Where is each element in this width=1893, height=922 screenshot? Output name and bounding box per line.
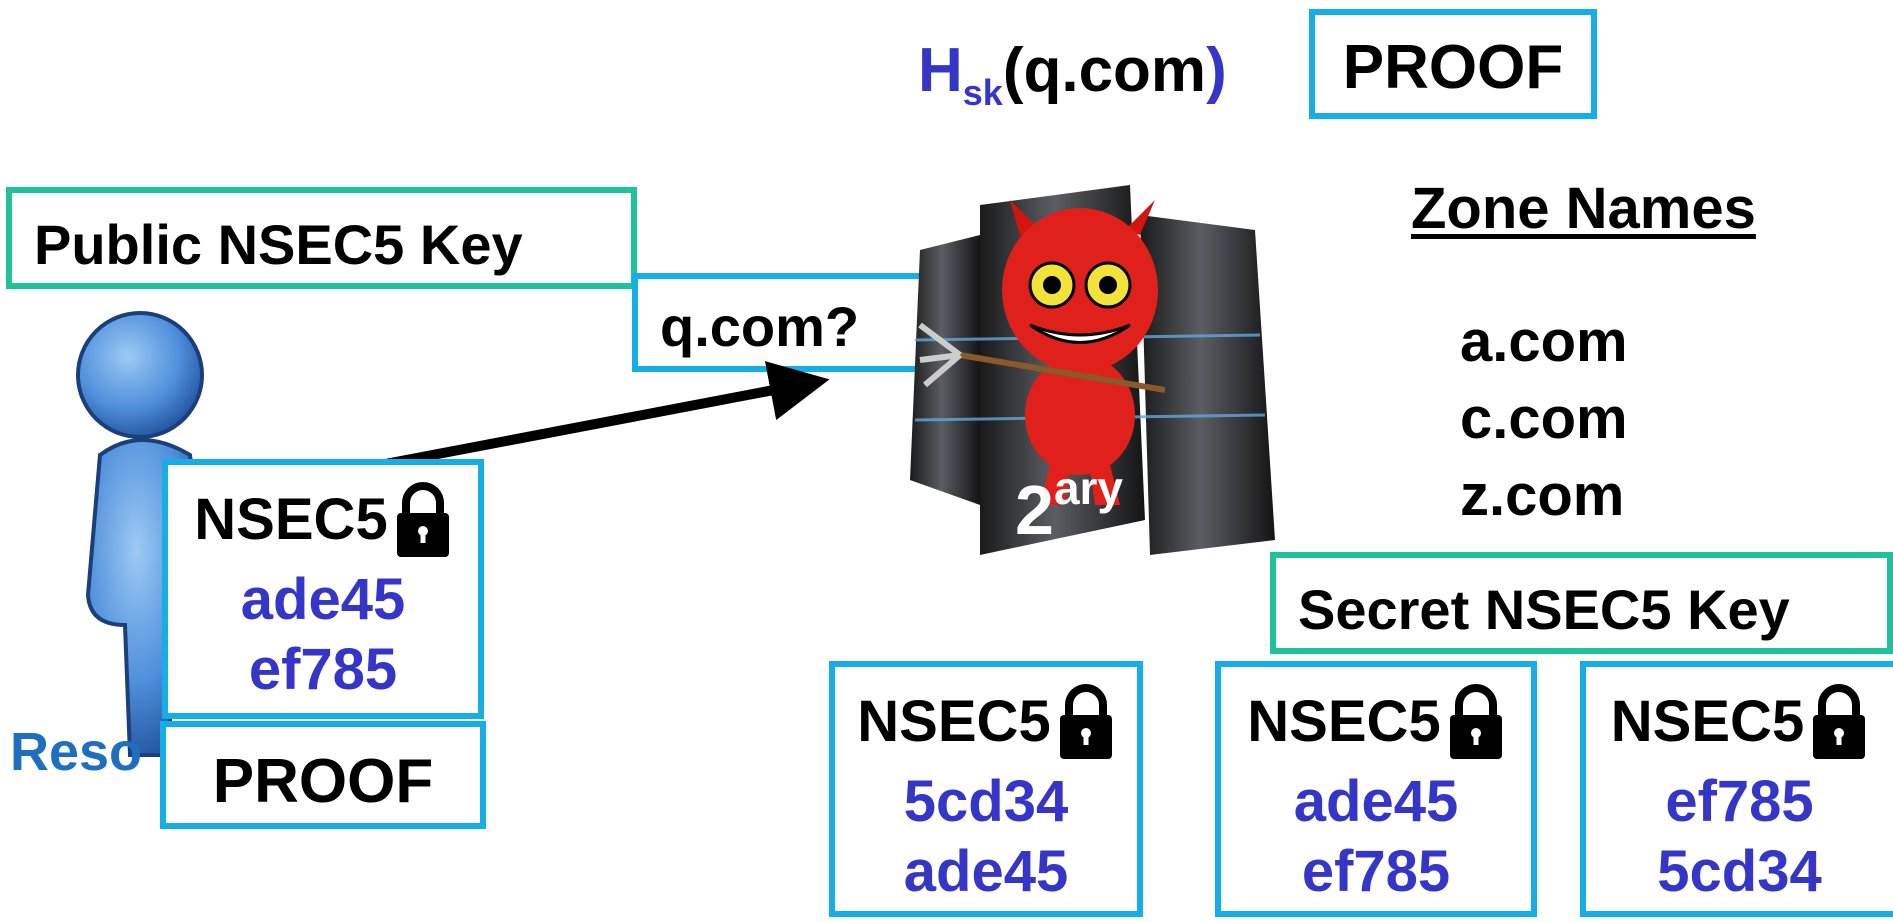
record-card-2-value-2: ef785 xyxy=(1301,839,1451,904)
secret-key-box: Secret NSEC5 Key xyxy=(1270,552,1893,654)
resolver-record-header-row: NSEC5 xyxy=(168,479,478,559)
record-card-1: NSEC5 5cd34 ade45 xyxy=(829,661,1143,917)
resolver-proof-box: PROOF xyxy=(160,721,486,829)
record-card-1-value-1: 5cd34 xyxy=(903,769,1069,834)
resolver-record-value-1: ade45 xyxy=(240,567,406,632)
record-card-1-header: NSEC5 xyxy=(857,688,1051,754)
resolver-proof-label: PROOF xyxy=(212,747,434,816)
record-card-3-header: NSEC5 xyxy=(1610,688,1805,754)
secret-key-label: Secret NSEC5 Key xyxy=(1298,578,1790,641)
lock-icon xyxy=(396,482,449,557)
query-label: q.com? xyxy=(660,295,860,358)
record-card-2: NSEC5 ade45 ef785 xyxy=(1215,661,1537,917)
record-card-3: NSEC5 ef785 5cd34 xyxy=(1580,661,1893,917)
zone-name-3: z.com xyxy=(1460,463,1625,528)
lock-icon xyxy=(1059,684,1112,759)
zone-name-2: c.com xyxy=(1460,386,1628,451)
record-card-2-value-1: ade45 xyxy=(1293,769,1459,834)
record-card-3-header-row: NSEC5 xyxy=(1586,681,1893,761)
resolver-label: Reso xyxy=(10,722,143,782)
record-card-3-value-1: ef785 xyxy=(1665,769,1814,834)
proof-top-label: PROOF xyxy=(1342,33,1564,102)
zone-name-1: a.com xyxy=(1460,309,1628,374)
lock-icon xyxy=(1449,684,1502,759)
resolver-record-header: NSEC5 xyxy=(194,486,388,552)
hash-expression: Hsk(q.com) xyxy=(918,40,1227,111)
record-card-2-header-row: NSEC5 xyxy=(1221,681,1531,761)
zone-names-title: Zone Names xyxy=(1411,176,1756,241)
server-devil-image xyxy=(910,185,1275,555)
hash-paren: ) xyxy=(1206,36,1227,105)
public-key-label: Public NSEC5 Key xyxy=(34,213,523,276)
record-card-3-value-2: 5cd34 xyxy=(1657,839,1822,904)
resolver-record-value-2: ef785 xyxy=(248,637,398,702)
server-label-sup: ary xyxy=(1053,462,1124,514)
server-label: 2ary xyxy=(1015,465,1123,545)
record-card-2-header: NSEC5 xyxy=(1247,688,1441,754)
proof-box-top: PROOF xyxy=(1309,9,1597,119)
record-card-1-value-2: ade45 xyxy=(903,839,1069,904)
hash-subscript: sk xyxy=(962,72,1003,113)
server-label-base: 2 xyxy=(1015,471,1054,549)
record-card-1-header-row: NSEC5 xyxy=(835,681,1137,761)
hash-h: H xyxy=(918,36,963,105)
resolver-record-card: NSEC5 ade45 ef785 xyxy=(162,459,484,719)
lock-icon xyxy=(1813,684,1866,759)
hash-argument: (q.com xyxy=(1002,36,1207,105)
public-key-box: Public NSEC5 Key xyxy=(6,187,637,289)
